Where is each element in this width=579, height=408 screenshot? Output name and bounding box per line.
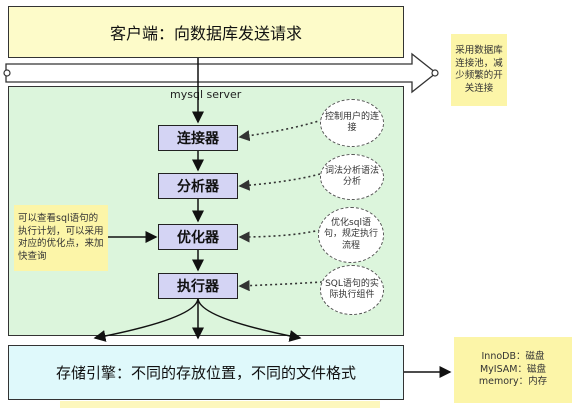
storage-engine-box: 存储引擎：不同的存放位置，不同的文件格式	[8, 345, 404, 400]
note-connection-pool-text: 采用数据库连接池，减少频繁的开关连接	[455, 45, 503, 94]
fan-left	[93, 297, 199, 342]
cloud-optimizer-text: 优化sql语句，规定执行流程	[323, 217, 378, 251]
connector-box: 连接器	[158, 125, 238, 151]
cloud-analyzer: 词法分析语法分析	[320, 154, 384, 200]
note-explain: 可以查看sql语句的执行计划，可以采用对应的优化点，来加快查询	[14, 205, 108, 271]
analyzer-box: 分析器	[158, 173, 238, 199]
storage-engine-label: 存储引擎：不同的存放位置，不同的文件格式	[55, 364, 356, 382]
bottom-note-strip	[60, 401, 380, 408]
client-box: 客户端：向数据库发送请求	[8, 6, 404, 58]
analyzer-label: 分析器	[177, 179, 219, 195]
cloud-analyzer-text: 词法分析语法分析	[325, 165, 380, 188]
note-connection-pool: 采用数据库连接池，减少频繁的开关连接	[451, 34, 507, 106]
note-storage-engines: InnoDB：磁盘 MyISAM：磁盘 memory：内存	[454, 337, 572, 403]
engine-memory: memory：内存	[478, 376, 548, 388]
fan-right	[197, 297, 302, 342]
cloud-connector-text: 控制用户的连接	[325, 111, 380, 134]
cloud-connector: 控制用户的连接	[320, 99, 384, 147]
optimizer-label: 优化器	[177, 230, 219, 246]
dotted-arrow-analyzer	[238, 173, 321, 191]
cloud-optimizer: 优化sql语句，规定执行流程	[318, 207, 384, 263]
engine-innodb: InnoDB：磁盘	[481, 351, 545, 363]
optimizer-box: 优化器	[158, 224, 238, 250]
connector-label: 连接器	[177, 131, 219, 147]
note-explain-text: 可以查看sql语句的执行计划，可以采用对应的优化点，来加快查询	[18, 213, 104, 262]
dotted-arrow-optimizer	[238, 229, 321, 243]
client-label: 客户端：向数据库发送请求	[109, 24, 302, 43]
cloud-executor: SQL语句的实际执行组件	[320, 265, 384, 315]
connection-pool-arrow	[5, 52, 438, 94]
engine-myisam: MyISAM：磁盘	[479, 363, 547, 375]
executor-box: 执行器	[158, 273, 238, 299]
dotted-arrow-connector	[238, 119, 323, 142]
dotted-arrow-executor	[238, 280, 323, 292]
cloud-executor-text: SQL语句的实际执行组件	[325, 278, 379, 301]
executor-label: 执行器	[177, 279, 219, 295]
mysql-server-label: mysql server	[170, 88, 242, 101]
